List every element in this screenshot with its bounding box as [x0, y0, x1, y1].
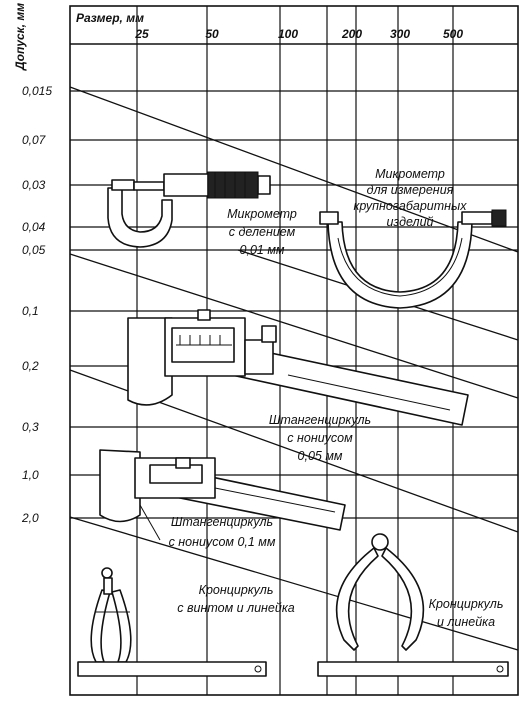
label-spring-calipers-line: Кронциркуль: [199, 583, 274, 597]
label-caliper-01-line: с нониусом 0,1 мм: [169, 535, 276, 549]
micrometer-large-illustration: [319, 209, 507, 309]
spring-calipers-illustration: [77, 567, 267, 677]
label-micrometer-large-line: для измерения: [367, 183, 454, 197]
y-tick-label: 0,015: [22, 84, 52, 98]
y-tick-labels: 0,015 0,07 0,03 0,04 0,05 0,1 0,2 0,3 1,0 2,0: [21, 84, 52, 525]
label-micrometer-large-line: крупногабаритных: [353, 199, 467, 213]
label-micrometer-small-line: Микрометр: [227, 207, 297, 221]
label-outside-calipers-line: и линейка: [437, 615, 495, 629]
y-tick-label: 0,04: [22, 220, 46, 234]
label-caliper-01-line: Штангенциркуль: [171, 515, 273, 529]
y-tick-label: 0,03: [22, 178, 46, 192]
vertical-gridlines: [136, 6, 454, 695]
label-micrometer-small-line: 0,01 мм: [240, 243, 285, 257]
label-micrometer-large-line: Микрометр: [375, 167, 445, 181]
label-spring-calipers-line: с винтом и линейка: [177, 601, 294, 615]
x-tick-label: 500: [443, 27, 463, 41]
y-tick-label: 0,05: [22, 243, 46, 257]
chart-frame: [69, 5, 519, 696]
x-axis-title-text: Размер, мм: [76, 11, 144, 25]
x-tick-label: 25: [134, 27, 149, 41]
label-micrometer-large-line: изделий: [386, 215, 433, 229]
caliper-01-illustration: [99, 449, 346, 541]
outside-calipers-illustration: [317, 533, 509, 677]
x-axis-title: Размер, мм: [76, 11, 144, 25]
x-tick-label: 50: [205, 27, 219, 41]
y-tick-label: 2,0: [21, 511, 39, 525]
y-tick-label: 0,3: [22, 420, 39, 434]
y-axis-title: Допуск, мм: [13, 3, 27, 71]
y-tick-label: 1,0: [22, 468, 39, 482]
x-tick-label: 200: [341, 27, 362, 41]
x-tick-label: 100: [278, 27, 298, 41]
x-tick-label: 300: [390, 27, 410, 41]
caliper-005-illustration: [127, 309, 469, 426]
label-caliper-005-line: с нониусом: [287, 431, 353, 445]
label-micrometer-small-line: с делением: [229, 225, 296, 239]
label-caliper-005-line: Штангенциркуль: [269, 413, 371, 427]
label-outside-calipers-line: Кронциркуль: [429, 597, 504, 611]
y-tick-label: 0,2: [22, 359, 39, 373]
y-tick-label: 0,07: [22, 133, 47, 147]
x-tick-labels: 25 50 100 200 300 500: [134, 27, 463, 41]
y-tick-label: 0,1: [22, 304, 39, 318]
micrometer-small-illustration: [107, 171, 271, 248]
instrument-labels: Микрометр с делением 0,01 мм Микрометр для и…: [169, 167, 504, 629]
label-caliper-005-line: 0,05 мм: [298, 449, 343, 463]
